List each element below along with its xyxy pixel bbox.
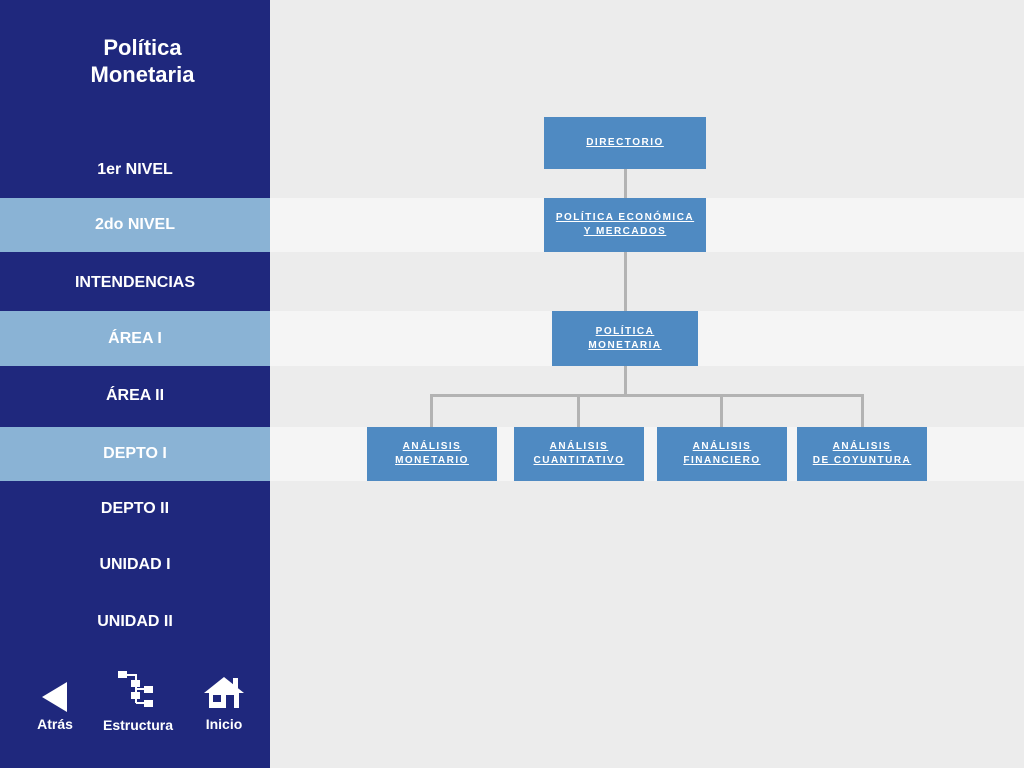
sidebar-item-2do-nivel[interactable]: 2do NIVEL [0, 198, 270, 252]
connector-horizontal [430, 394, 864, 397]
sidebar-item-unidad-ii[interactable]: UNIDAD II [97, 613, 173, 630]
sidebar-item-depto-i[interactable]: DEPTO I [0, 427, 270, 481]
node-politica-monetaria-line2: MONETARIA [588, 339, 662, 351]
node-politica-economica-line2: Y MERCADOS [583, 226, 667, 237]
structure-label: Estructura [102, 717, 174, 733]
node-analisis-cuantitativo-line1: ANÁLISIS [549, 441, 609, 452]
back-button[interactable]: Atrás [30, 668, 80, 732]
connector-analisis-cuantitativo [577, 394, 580, 427]
connector-analisis-coyuntura [861, 394, 864, 427]
node-politica-economica-line1: POLÍTICA ECONÓMICA [555, 212, 695, 223]
page-title: Política Monetaria [0, 34, 285, 88]
sidebar-item-area-ii[interactable]: ÁREA II [105, 387, 165, 404]
node-politica-economica[interactable]: POLÍTICA ECONÓMICA Y MERCADOS [544, 198, 706, 252]
connector-politica-economica [624, 252, 627, 311]
node-analisis-financiero-line2: FINANCIERO [683, 455, 761, 466]
back-label: Atrás [37, 716, 73, 732]
back-triangle-icon [30, 668, 80, 712]
page-title-line1: Política [103, 35, 182, 60]
node-analisis-cuantitativo-line2: CUANTITATIVO [533, 455, 625, 466]
node-politica-monetaria-line1: POLÍTICA [595, 325, 655, 337]
sidebar-item-depto-ii[interactable]: DEPTO II [100, 500, 170, 517]
connector-analisis-monetario [430, 394, 433, 427]
node-analisis-financiero-line1: ANÁLISIS [692, 441, 752, 452]
node-directorio-line1: DIRECTORIO [586, 137, 664, 148]
node-analisis-monetario-line2: MONETARIO [395, 455, 469, 466]
sidebar-item-area-i[interactable]: ÁREA I [0, 311, 270, 366]
node-politica-monetaria[interactable]: POLÍTICA MONETARIA [552, 311, 698, 366]
home-icon [199, 668, 249, 712]
node-analisis-monetario-line1: ANÁLISIS [402, 441, 462, 452]
page-title-line2: Monetaria [90, 62, 195, 87]
sidebar-item-unidad-i[interactable]: UNIDAD I [99, 556, 171, 573]
connector-politica-monetaria [624, 366, 627, 396]
node-directorio[interactable]: DIRECTORIO [544, 117, 706, 169]
connector-directorio [624, 169, 627, 198]
node-analisis-monetario[interactable]: ANÁLISIS MONETARIO [367, 427, 497, 481]
sidebar: Política Monetaria 1er NIVEL 2do NIVEL I… [0, 0, 270, 768]
org-chart-icon [98, 668, 178, 712]
node-analisis-cuantitativo[interactable]: ANÁLISIS CUANTITATIVO [514, 427, 644, 481]
node-analisis-coyuntura[interactable]: ANÁLISIS DE COYUNTURA [797, 427, 927, 481]
node-analisis-coyuntura-line2: DE COYUNTURA [812, 455, 912, 466]
home-label: Inicio [205, 716, 243, 732]
sidebar-item-1er-nivel[interactable]: 1er NIVEL [97, 161, 173, 178]
node-analisis-financiero[interactable]: ANÁLISIS FINANCIERO [657, 427, 787, 481]
sidebar-item-intendencias[interactable]: INTENDENCIAS [74, 274, 195, 291]
connector-analisis-financiero [720, 394, 723, 427]
node-analisis-coyuntura-line1: ANÁLISIS [832, 441, 892, 452]
home-button[interactable]: Inicio [199, 668, 249, 732]
structure-button[interactable]: Estructura [98, 668, 178, 733]
